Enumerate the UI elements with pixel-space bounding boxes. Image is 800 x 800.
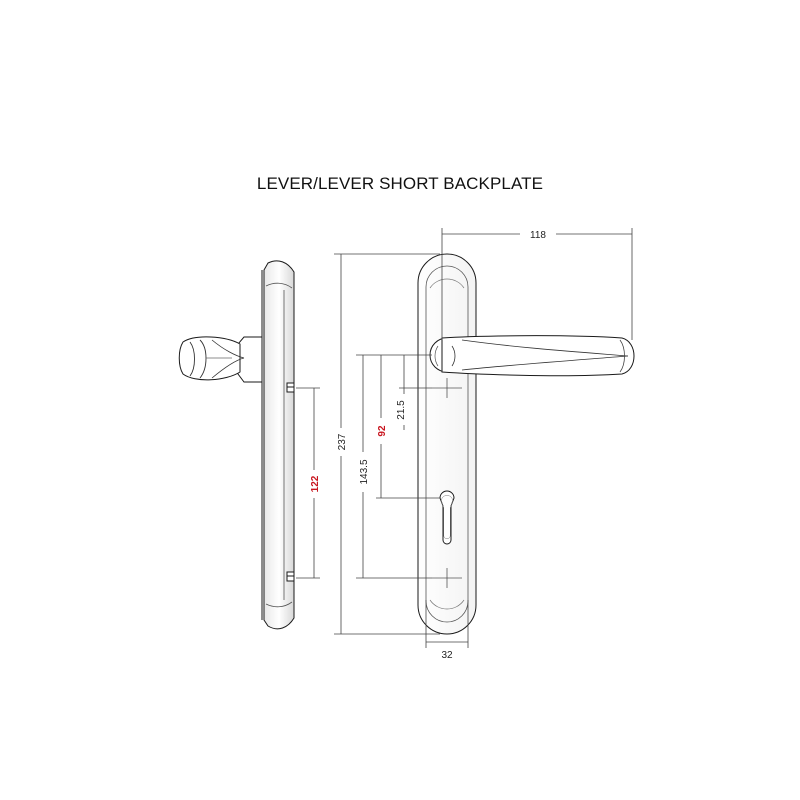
front-view <box>334 228 635 648</box>
dim-label-fixing-centres: 122 <box>310 475 321 492</box>
front-backplate-inner <box>425 265 469 623</box>
side-lever-grip <box>178 336 241 381</box>
side-backplate-bottom-bevel <box>265 601 293 608</box>
side-lever <box>178 336 263 383</box>
front-lever <box>429 335 635 377</box>
dim-label-overall-width: 118 <box>530 230 546 241</box>
dim-label-lever-to-bottom-fixing: 143.5 <box>359 459 370 484</box>
front-top-bevel <box>429 278 465 289</box>
side-lever-neck <box>237 336 263 383</box>
dim-label-plate-width: 32 <box>441 650 453 661</box>
dim-label-lever-to-top-fixing: 21.5 <box>396 400 407 420</box>
side-view <box>178 260 320 630</box>
side-backplate-top-bevel <box>265 282 293 289</box>
side-backplate-outline <box>263 260 295 630</box>
drawing-title: LEVER/LEVER SHORT BACKPLATE <box>256 174 544 193</box>
lever-arm <box>441 335 635 377</box>
dim-fixing-centres <box>296 387 320 579</box>
front-bottom-bevel <box>429 599 465 610</box>
dim-label-lever-to-cylinder: 92 <box>377 425 388 437</box>
side-fixing-top <box>286 382 295 393</box>
dim-lines-front <box>334 228 633 648</box>
dim-label-plate-height: 237 <box>337 433 348 450</box>
front-fixing-bottom <box>432 568 462 588</box>
side-fixing-bottom <box>286 571 295 582</box>
front-fixing-top <box>432 378 462 398</box>
